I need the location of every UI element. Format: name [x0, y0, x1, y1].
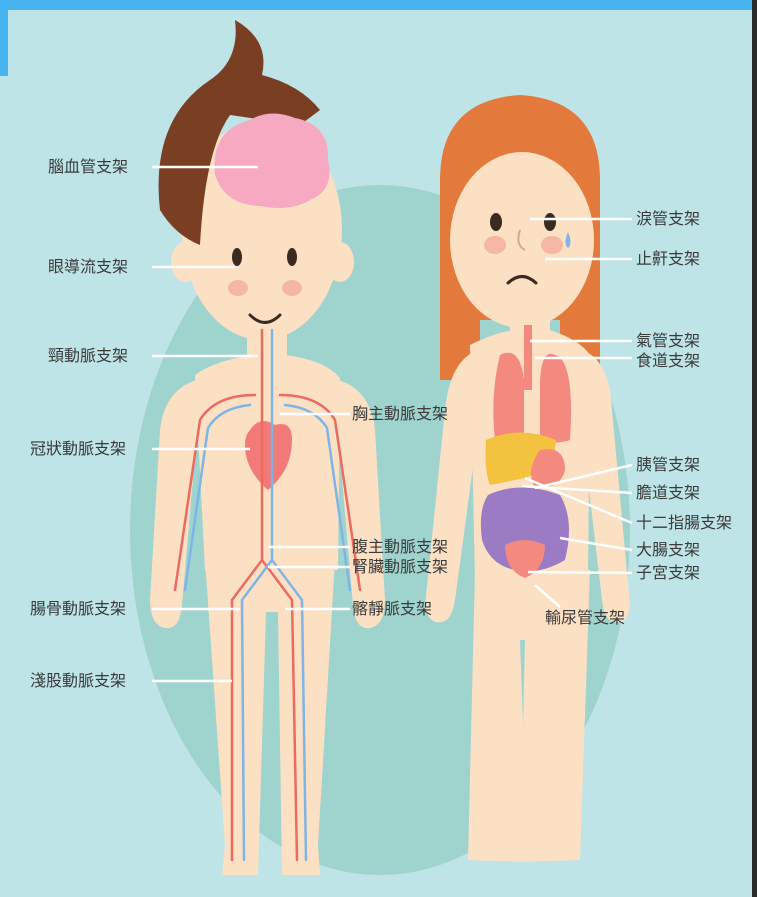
- boy-left-eye: [232, 248, 242, 266]
- boy-right-eye: [287, 248, 297, 266]
- girl-left-cheek: [484, 236, 506, 254]
- label-ureter-stent: 輸尿管支架: [545, 608, 625, 628]
- boy-right-cheek: [282, 280, 302, 296]
- right-border: [752, 0, 757, 897]
- label-trachea-stent: 氣管支架: [636, 331, 700, 351]
- label-thoracic-aorta-stent: 胸主動脈支架: [352, 404, 448, 424]
- label-esophagus-stent: 食道支架: [636, 351, 700, 371]
- girl-right-eye: [544, 213, 556, 231]
- label-abdominal-aorta-stent: 腹主動脈支架: [352, 537, 448, 557]
- label-iliac-vein-stent: 髂靜脈支架: [352, 599, 432, 619]
- label-snoring-stent: 止鼾支架: [636, 249, 700, 269]
- top-accent-bar: [0, 0, 757, 10]
- label-renal-artery-stent: 腎臟動脈支架: [352, 557, 448, 577]
- label-pancreatic-duct-stent: 胰管支架: [636, 455, 700, 475]
- label-iliac-stent: 腸骨動脈支架: [30, 599, 126, 619]
- label-brain-stent: 腦血管支架: [48, 157, 128, 177]
- girl-head: [450, 152, 594, 328]
- label-carotid-stent: 頸動脈支架: [48, 346, 128, 366]
- label-tear-duct-stent: 淚管支架: [636, 209, 700, 229]
- girl-right-cheek: [541, 236, 563, 254]
- label-colon-stent: 大腸支架: [636, 540, 700, 560]
- boy-left-cheek: [228, 280, 248, 296]
- label-femoral-stent: 淺股動脈支架: [30, 671, 126, 691]
- label-coronary-stent: 冠狀動脈支架: [30, 439, 126, 459]
- girl-left-eye: [490, 213, 502, 231]
- left-accent-bar: [0, 0, 8, 76]
- label-duodenum-stent: 十二指腸支架: [636, 513, 732, 533]
- leader-uterus: [528, 572, 632, 573]
- label-eye-drainage-stent: 眼導流支架: [48, 257, 128, 277]
- label-bile-duct-stent: 膽道支架: [636, 483, 700, 503]
- label-uterus-stent: 子宮支架: [636, 563, 700, 583]
